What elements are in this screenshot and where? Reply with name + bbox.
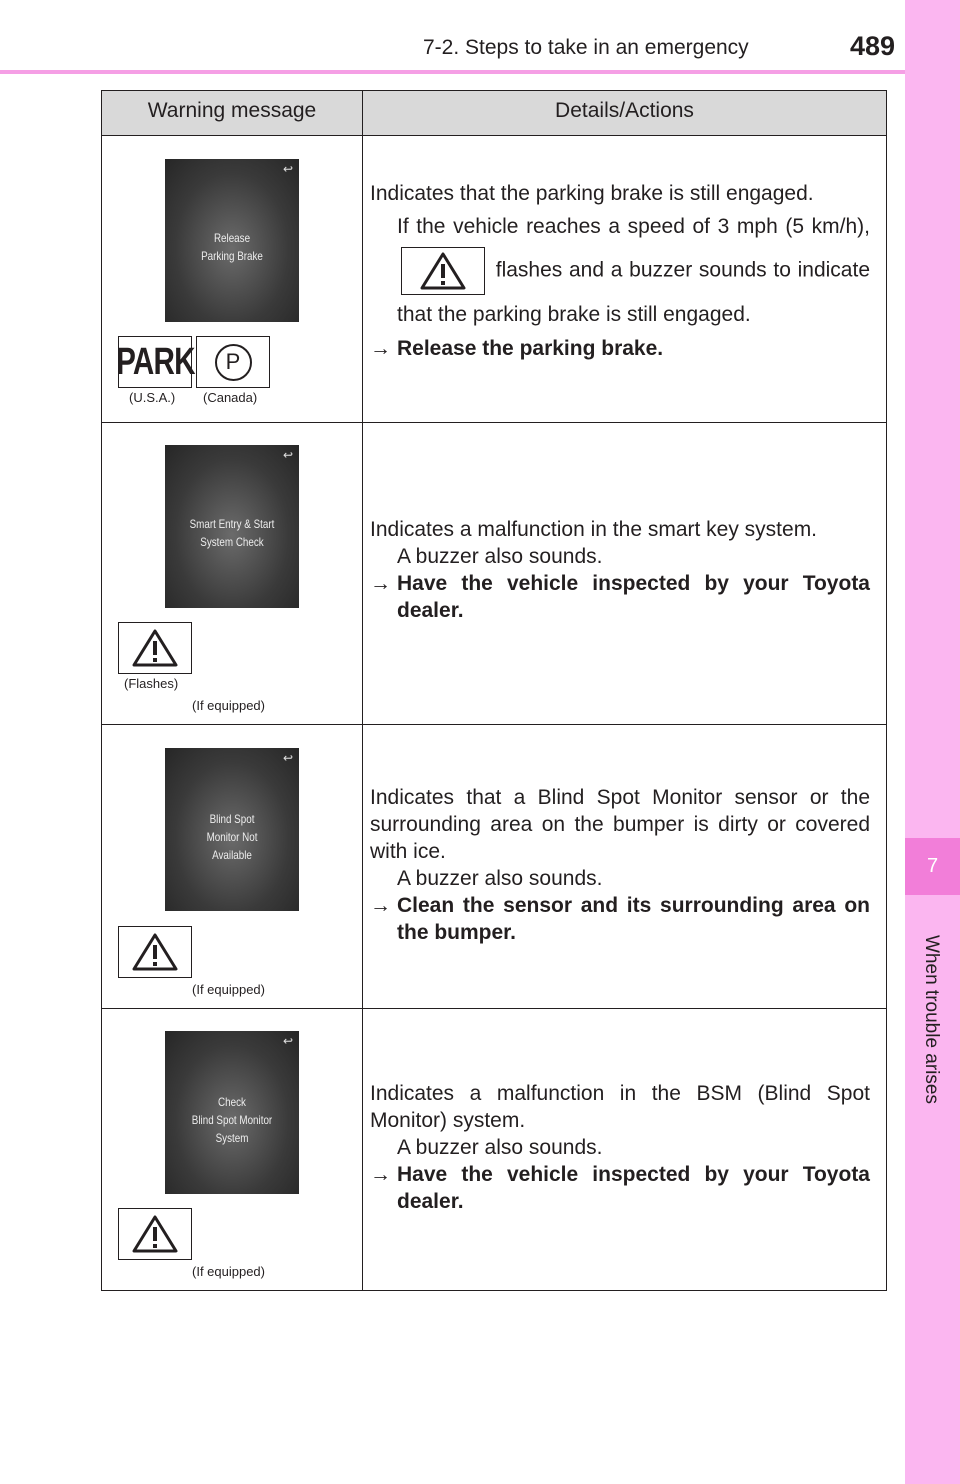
row-divider bbox=[102, 1008, 886, 1009]
label-flashes: (Flashes) bbox=[124, 676, 179, 691]
display-release-parking-brake: ↩ Release Parking Brake bbox=[165, 159, 299, 322]
display-smart-entry-check: ↩ Smart Entry & Start System Check bbox=[165, 445, 299, 608]
action: → Clean the sensor and its surrounding a… bbox=[370, 894, 870, 944]
details-row-3: Indicates that a Blind Spot Monitor sens… bbox=[370, 786, 870, 944]
detail-text-cont: flashes and a buzzer sounds to indicate … bbox=[397, 258, 870, 326]
display-message: Smart Entry & Start System Check bbox=[189, 517, 275, 549]
details-row-1: Indicates that the parking brake is stil… bbox=[370, 182, 870, 360]
warning-indicator bbox=[118, 622, 192, 674]
row-divider bbox=[102, 724, 886, 725]
page-number: 489 bbox=[850, 31, 896, 61]
back-icon: ↩ bbox=[282, 1034, 293, 1048]
warning-triangle-icon bbox=[420, 252, 466, 290]
chapter-number: 7 bbox=[926, 855, 939, 877]
row-divider bbox=[102, 422, 886, 423]
col-header-details: Details/Actions bbox=[363, 91, 886, 136]
label-if-equipped: (If equipped) bbox=[192, 982, 265, 997]
section-title: 7-2. Steps to take in an emergency bbox=[423, 36, 749, 59]
details-row-4: Indicates a malfunction in the BSM (Blin… bbox=[370, 1082, 870, 1213]
label-usa: (U.S.A.) bbox=[129, 390, 176, 405]
arrow-icon: → bbox=[370, 572, 391, 595]
back-icon: ↩ bbox=[282, 751, 293, 765]
col-header-warning: Warning message bbox=[102, 91, 363, 136]
back-icon: ↩ bbox=[282, 448, 293, 462]
detail-text: If the vehicle reaches a speed of 3 mph … bbox=[397, 215, 870, 238]
back-icon: ↩ bbox=[282, 162, 293, 176]
header-rule bbox=[0, 70, 905, 74]
arrow-icon: → bbox=[370, 894, 391, 917]
label-if-equipped: (If equipped) bbox=[192, 698, 265, 713]
side-tab-top bbox=[905, 0, 960, 838]
side-tab-bottom bbox=[905, 895, 960, 1484]
parking-brake-icon: P bbox=[214, 343, 252, 381]
label-canada: (Canada) bbox=[203, 390, 258, 405]
warning-indicator bbox=[401, 247, 485, 295]
display-bsm-not-available: ↩ Blind Spot Monitor Not Available bbox=[165, 748, 299, 911]
display-message: Blind Spot Monitor Not Available bbox=[206, 812, 258, 862]
warning-triangle-icon bbox=[132, 629, 178, 667]
label-if-equipped: (If equipped) bbox=[192, 1264, 265, 1279]
action: → Release the parking brake. bbox=[370, 337, 664, 360]
arrow-icon: → bbox=[370, 337, 391, 360]
action: → Have the vehicle inspected by your Toy… bbox=[370, 572, 870, 622]
details-row-2: Indicates a malfunction in the smart key… bbox=[370, 518, 870, 622]
chapter-label: When trouble arises bbox=[921, 935, 942, 1104]
warning-table: Warning message Details/Actions bbox=[101, 90, 887, 1291]
p-indicator: P bbox=[196, 336, 270, 388]
action: → Have the vehicle inspected by your Toy… bbox=[370, 1163, 870, 1213]
warning-indicator bbox=[118, 926, 192, 978]
display-check-bsm-system: ↩ Check Blind Spot Monitor System bbox=[165, 1031, 299, 1194]
park-indicator: PARK bbox=[115, 336, 195, 388]
warning-indicator bbox=[118, 1208, 192, 1260]
warning-triangle-icon bbox=[132, 1215, 178, 1253]
display-message: Check Blind Spot Monitor System bbox=[191, 1095, 273, 1145]
park-icon: PARK bbox=[115, 341, 195, 383]
display-message: Release Parking Brake bbox=[201, 231, 263, 263]
column-divider bbox=[362, 135, 363, 1290]
side-tab-number-box bbox=[905, 838, 960, 895]
warning-triangle-icon bbox=[132, 933, 178, 971]
arrow-icon: → bbox=[370, 1163, 391, 1186]
